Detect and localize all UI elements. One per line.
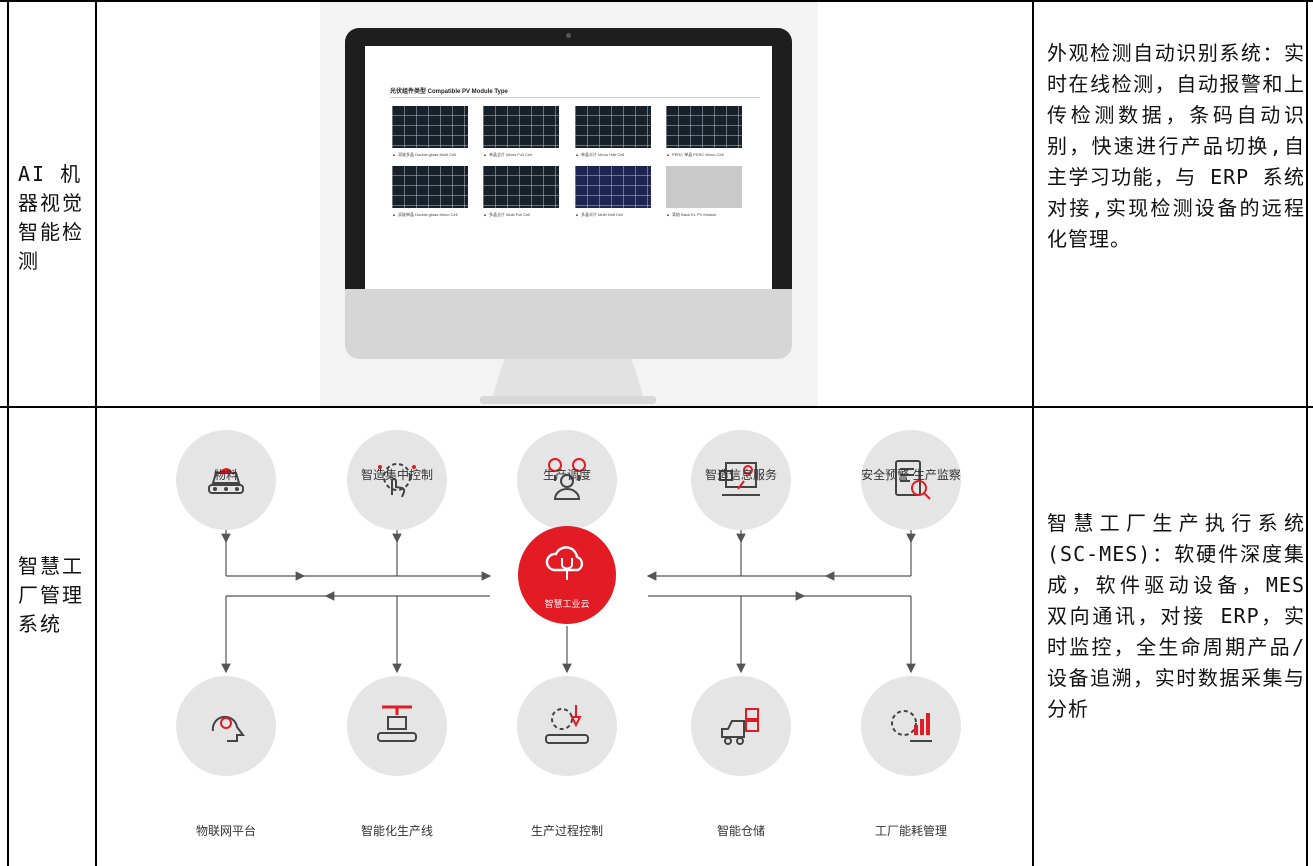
module-caption: 单晶半片 Mono Half Cell <box>575 152 655 157</box>
diagram-node-label: 智能化生产线 <box>360 824 433 838</box>
screen-title: 光伏组件类型 Compatible PV Module Type <box>390 89 508 95</box>
module-thumbnail <box>666 106 742 148</box>
cloud-icon <box>545 546 584 580</box>
gear-hand-control-icon <box>378 463 416 498</box>
row-divider <box>0 406 1313 408</box>
process-control-icon <box>545 705 589 744</box>
iot-brain-icon <box>211 715 245 742</box>
info-service-laptop-icon <box>719 462 760 496</box>
forklift-warehouse-icon <box>721 708 759 745</box>
module-caption: 单晶全片 Mono Full Cell <box>483 152 563 157</box>
row-label-ai-vision: AI 机器视觉智能检测 <box>18 162 84 273</box>
diagram-node <box>517 430 617 530</box>
diagram-node <box>691 676 791 776</box>
table-border-left <box>7 0 9 866</box>
module-caption: 多晶半片 Multi Half Cell <box>575 212 655 217</box>
module-caption: 双玻单晶 Double-glass Mono Cell <box>392 212 472 217</box>
monitor-chin <box>345 289 792 359</box>
diagram-node <box>176 676 276 776</box>
production-line-robot-icon <box>377 705 417 742</box>
module-caption: PERC 单晶 PERC Mono Cell <box>666 152 746 157</box>
module-thumbnail <box>575 166 651 208</box>
diagram-node-label: 生产调度 <box>542 468 591 482</box>
table-border-right <box>1306 0 1308 866</box>
diagram-node <box>517 676 617 776</box>
row-label-smart-factory: 智慧工厂管理系统 <box>18 554 84 636</box>
column-divider-2 <box>1032 0 1034 866</box>
table-border-top <box>0 0 1313 2</box>
module-thumbnail <box>483 166 559 208</box>
material-cart-icon <box>208 468 244 494</box>
module-thumbnail <box>483 106 559 148</box>
diagram-node-label: 智造集中控制 <box>360 468 433 482</box>
diagram-node <box>861 430 961 530</box>
diagram-node <box>861 676 961 776</box>
diagram-node-label: 安全预警 生产监察 <box>861 468 961 482</box>
scheduling-person-gears-icon <box>548 458 586 500</box>
hub-label: 智慧工业云 <box>544 600 590 610</box>
diagram-node-label: 工厂能耗管理 <box>874 824 947 838</box>
diagram-node <box>347 676 447 776</box>
diagram-node-label: 物料 <box>213 468 238 482</box>
diagram-node <box>176 430 276 530</box>
diagram-node <box>347 430 447 530</box>
diagram-node-label: 智造信息服务 <box>704 468 777 482</box>
module-caption: 多晶全片 Multi Full Cell <box>483 212 563 217</box>
column-divider-1 <box>95 0 97 866</box>
module-thumbnail <box>392 106 468 148</box>
inspection-clipboard-icon <box>895 460 931 500</box>
row-description-ai-vision: 外观检测自动识别系统：实时在线检测，自动报警和上传检测数据，条码自动识别，快速进… <box>1047 41 1305 251</box>
monitor-stand <box>492 359 644 399</box>
energy-chart-icon <box>891 710 932 742</box>
module-caption: 双玻多晶 Double-glass Multi Cell <box>392 152 472 157</box>
monitor-camera <box>566 33 571 38</box>
diagram-node-label: 智能仓储 <box>716 824 765 838</box>
monitor-stand-base <box>480 396 656 404</box>
hub-node <box>518 526 616 624</box>
diagram-node-label: 生产过程控制 <box>530 824 603 838</box>
diagram-node <box>691 430 791 530</box>
module-caption: 背结 Back EL PV Module <box>666 212 746 217</box>
module-thumbnail <box>392 166 468 208</box>
module-thumbnail <box>575 106 651 148</box>
screen-title-rule <box>390 97 760 98</box>
diagram-node-label: 物联网平台 <box>195 824 256 838</box>
row-description-smart-factory: 智慧工厂生产执行系统(SC-MES)：软硬件深度集成，软件驱动设备，MES 双向… <box>1047 511 1305 721</box>
module-thumbnail <box>666 166 742 208</box>
